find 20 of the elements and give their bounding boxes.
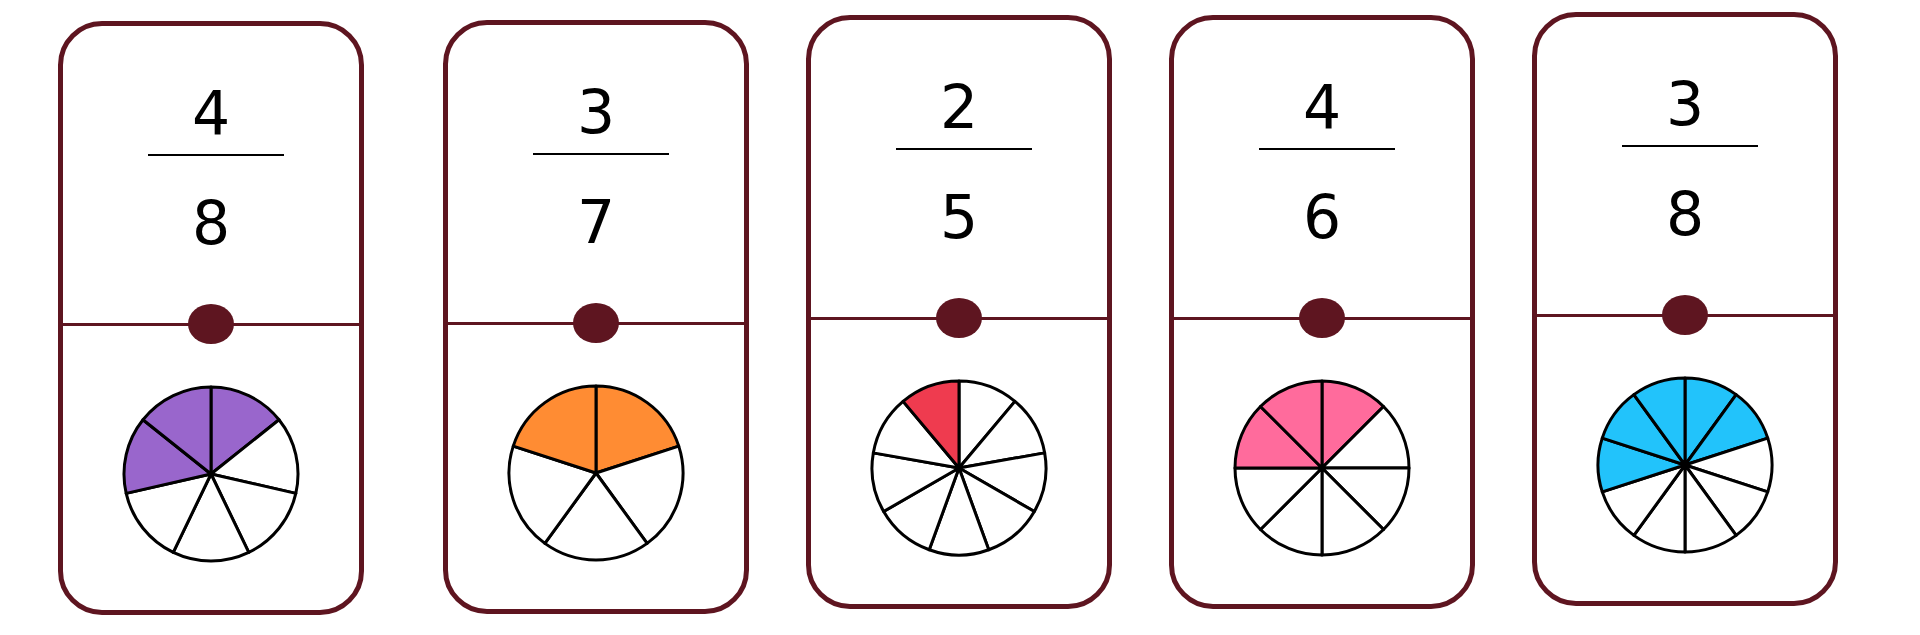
fraction-pie-drawing xyxy=(507,384,685,562)
fraction-pie-drawing xyxy=(1596,376,1774,554)
denominator: 6 xyxy=(1302,182,1342,252)
denominator: 7 xyxy=(576,187,616,257)
domino-card xyxy=(1532,12,1838,606)
numerator: 4 xyxy=(191,78,231,148)
fraction-pie-drawing xyxy=(870,379,1048,557)
domino-card xyxy=(58,21,364,615)
fraction-pie-drawing xyxy=(1233,379,1411,557)
numerator: 3 xyxy=(1665,69,1705,139)
fraction-pie-drawing xyxy=(122,385,300,563)
domino-card xyxy=(806,15,1112,609)
domino-card xyxy=(443,20,749,614)
denominator: 5 xyxy=(939,182,979,252)
numerator: 4 xyxy=(1302,72,1342,142)
denominator: 8 xyxy=(191,188,231,258)
denominator: 8 xyxy=(1665,179,1705,249)
domino-card xyxy=(1169,15,1475,609)
numerator: 2 xyxy=(939,72,979,142)
numerator: 3 xyxy=(576,77,616,147)
